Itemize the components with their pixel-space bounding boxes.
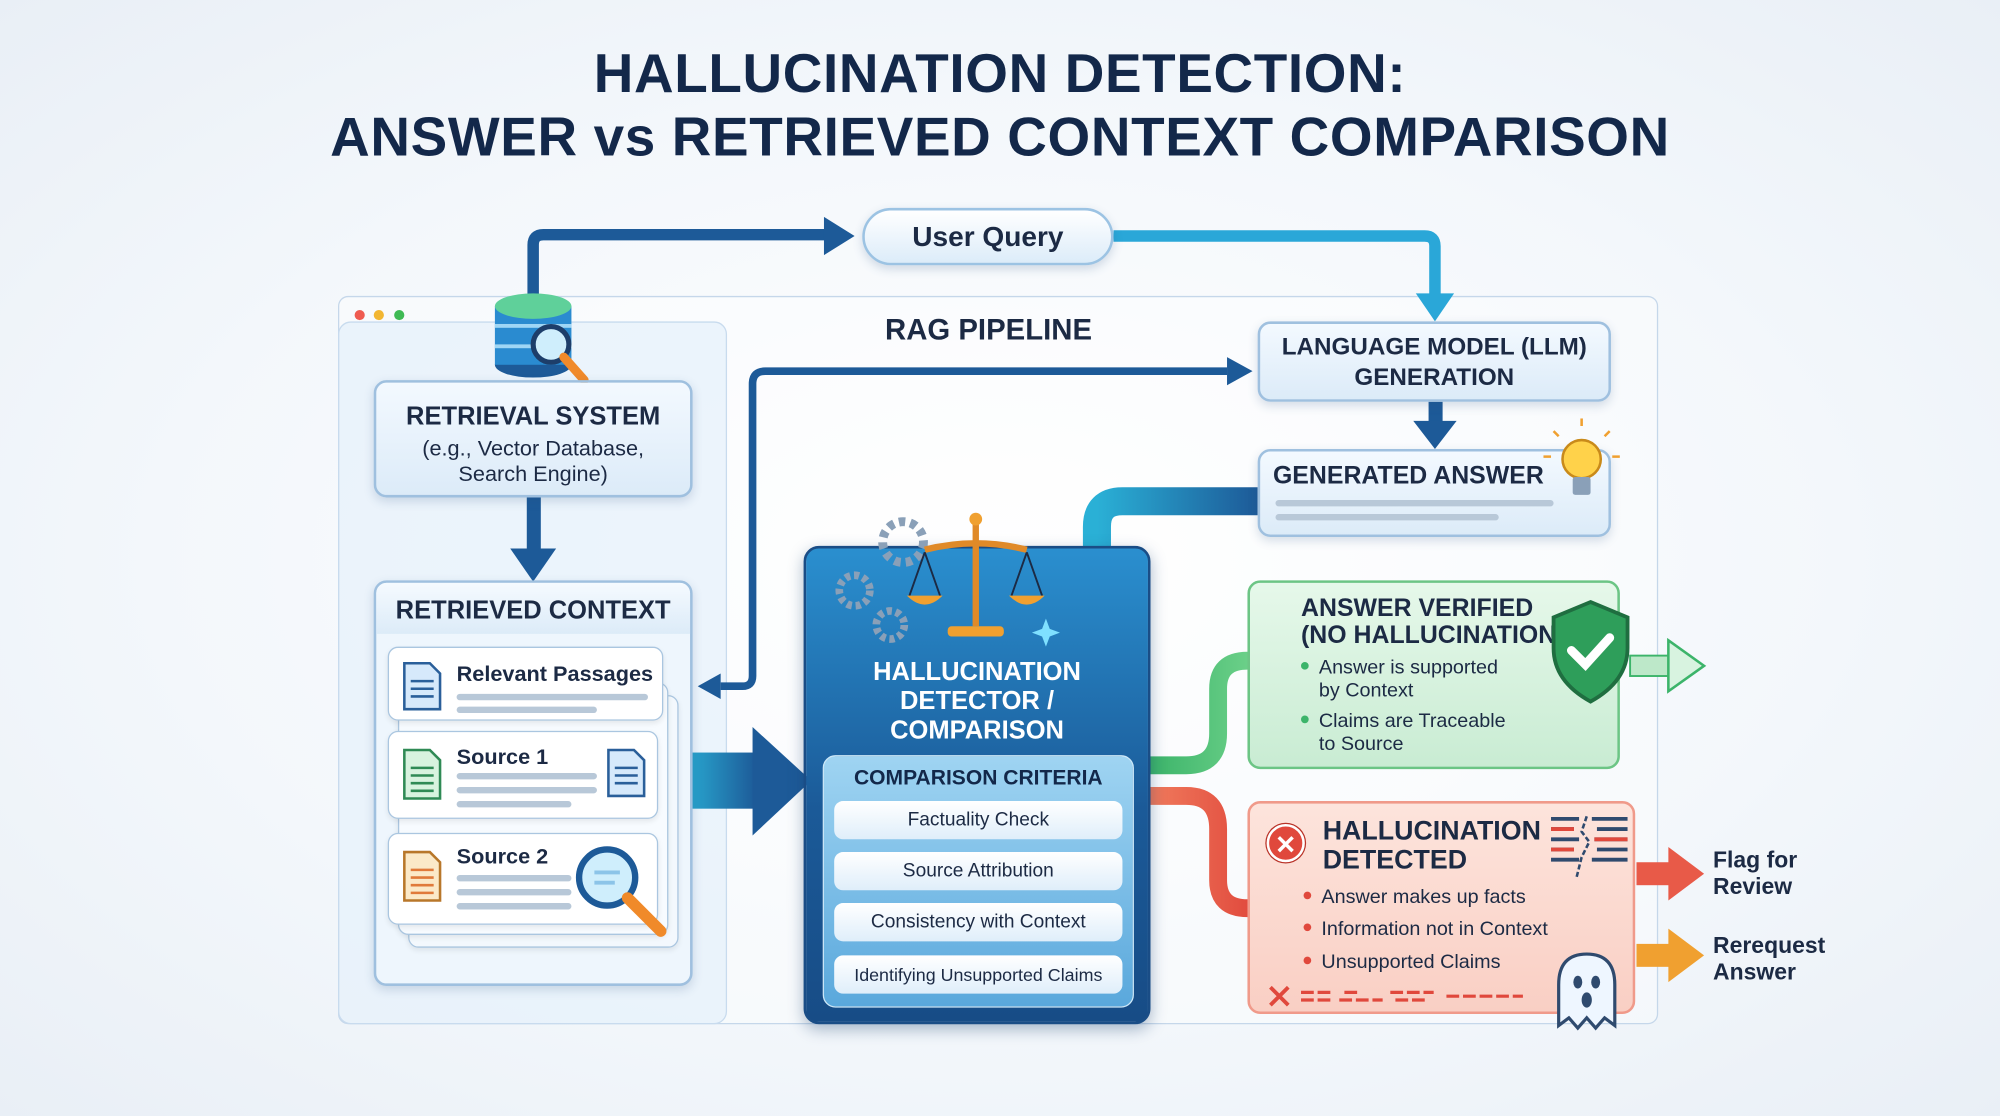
arrow-rerequest-out [1636, 928, 1705, 983]
title-line-2: ANSWER vs RETRIEVED CONTEXT COMPARISON [330, 107, 1670, 169]
verified-line-1: ANSWER VERIFIED [1301, 594, 1534, 623]
arrow-llm-to-context [697, 357, 1253, 699]
hallucination-detected-box: ✕ HALLUCINATION DETECTED Answer makes up… [1247, 801, 1636, 1015]
document-icon [403, 748, 442, 800]
criterion-item: Factuality Check [834, 801, 1123, 840]
comparison-criteria-panel: COMPARISON CRITERIA Factuality Check Sou… [822, 755, 1134, 1008]
rerequest-line-1: Rerequest [1713, 932, 1826, 958]
hallucination-line-2: DETECTED [1322, 845, 1468, 875]
hallucination-detector-box: HALLUCINATION DETECTOR / COMPARISON COMP… [803, 545, 1151, 1025]
document-icon [607, 748, 646, 798]
database-search-icon [494, 293, 589, 385]
criteria-title: COMPARISON CRITERIA [853, 766, 1103, 790]
arrow-query-to-llm [1113, 230, 1455, 322]
hallucination-line-1: HALLUCINATION [1322, 816, 1541, 846]
hallucination-bullet: Unsupported Claims [1303, 952, 1501, 975]
hallucination-bullet: Information not in Context [1303, 918, 1548, 941]
flag-line-1: Flag for [1713, 846, 1798, 873]
gear-icon [878, 517, 928, 567]
arrow-verified-out [1629, 637, 1707, 694]
generated-answer-box: GENERATED ANSWER [1257, 448, 1611, 537]
detector-line-1: HALLUCINATION [873, 658, 1081, 687]
card-label: Relevant Passages [456, 661, 654, 687]
generated-answer-title: GENERATED ANSWER [1272, 461, 1544, 490]
verified-line-2: (NO HALLUCINATION) [1301, 621, 1565, 650]
arrow-retrieval-down [510, 497, 557, 582]
error-x-icon: ✕ [1266, 823, 1305, 863]
scales-icon [835, 512, 1060, 647]
context-title: RETRIEVED CONTEXT [376, 582, 691, 634]
card-label: Source 1 [456, 744, 549, 770]
retrieval-system-box: RETRIEVAL SYSTEM (e.g., Vector Database,… [373, 380, 693, 498]
llm-line-1: LANGUAGE MODEL (LLM) [1281, 334, 1587, 361]
criterion-item: Consistency with Context [834, 903, 1123, 942]
user-query-node: User Query [862, 207, 1114, 266]
shield-check-icon [1551, 599, 1630, 704]
magnifier-icon [575, 846, 667, 937]
hallucination-bullet: Answer makes up facts [1303, 886, 1526, 909]
rerequest-line-2: Answer [1713, 959, 1796, 985]
card-source-1[interactable]: Source 1 [387, 730, 659, 819]
arrow-retrieval-to-query [527, 216, 855, 296]
llm-line-2: GENERATION [1354, 364, 1515, 392]
card-label: Source 2 [456, 844, 549, 869]
lightbulb-icon [1543, 418, 1620, 495]
flag-line-2: Review [1713, 873, 1793, 900]
pipeline-label: RAG PIPELINE [885, 312, 1093, 346]
document-icon [403, 850, 442, 902]
broken-text-icon [1269, 985, 1523, 1007]
ghost-icon [1557, 952, 1617, 1031]
detector-line-2: DETECTOR / [900, 687, 1055, 716]
criterion-item: Source Attribution [834, 852, 1123, 891]
retrieval-subtitle-1: (e.g., Vector Database, [422, 436, 645, 461]
llm-generation-box: LANGUAGE MODEL (LLM) GENERATION [1257, 321, 1611, 402]
document-icon [403, 661, 442, 711]
criterion-item: Identifying Unsupported Claims [834, 955, 1123, 994]
window-dots [354, 304, 405, 327]
card-relevant-passages[interactable]: Relevant Passages [387, 646, 664, 721]
arrow-flag-out [1636, 846, 1705, 901]
broken-text-icon [1551, 815, 1628, 878]
answer-verified-box: ANSWER VERIFIED (NO HALLUCINATION) Answe… [1247, 580, 1620, 770]
title-line-1: HALLUCINATION DETECTION: [593, 43, 1407, 105]
retrieval-title: RETRIEVAL SYSTEM [406, 403, 661, 432]
gear-icon [835, 571, 909, 643]
arrow-context-to-detector [679, 727, 812, 836]
detector-line-3: COMPARISON [890, 716, 1064, 745]
arrow-llm-down [1413, 401, 1457, 449]
retrieval-subtitle-2: Search Engine) [458, 461, 608, 486]
